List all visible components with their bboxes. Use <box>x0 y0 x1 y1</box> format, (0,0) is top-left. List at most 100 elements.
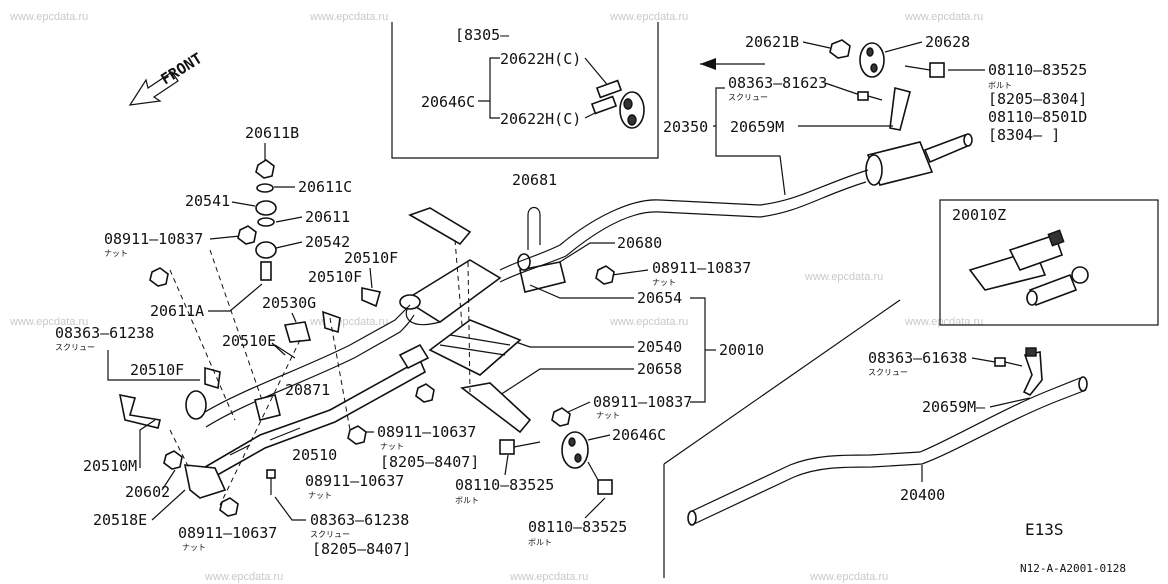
gasket-icon <box>283 321 312 343</box>
range-label: [8205—8304] <box>988 90 1087 108</box>
screw-label: スクリュー <box>310 530 350 539</box>
bolt-label: ボルト <box>455 496 479 505</box>
callout-08911-10637-a: 08911—10637 <box>377 423 476 441</box>
nut-label: ナット <box>104 249 128 258</box>
spacer-icon <box>255 241 277 259</box>
callout-08911-10837-a: 08911—10837 <box>652 259 751 277</box>
rear-muffler-group: 20621B 20628 08363—81623 スクリュー 08110—835… <box>559 33 1087 257</box>
callout-20611B: 20611B <box>245 124 299 142</box>
clip-icon <box>322 310 341 334</box>
callout-08363-61638: 08363—61638 <box>868 349 967 367</box>
callout-20681: 20681 <box>512 171 557 189</box>
callout-20542: 20542 <box>305 233 350 251</box>
callout-20659M-b: 20659M— <box>922 398 986 416</box>
callout-20622H-a: 20622H(C) <box>500 50 581 68</box>
bolt-icon <box>904 62 945 78</box>
watermark: www.epcdata.ru <box>9 11 88 23</box>
callout-20350: 20350 <box>663 118 708 136</box>
watermark: www.epcdata.ru <box>804 271 883 283</box>
bolt-label: ボルト <box>528 538 552 547</box>
callout-08110-83525-c: 08110—83525 <box>528 518 627 536</box>
watermark: www.epcdata.ru <box>309 316 388 328</box>
callout-20871: 20871 <box>285 381 330 399</box>
callout-20510F-a: 20510F <box>344 249 398 267</box>
bracket-icon <box>118 393 161 429</box>
inset-8305: [8305— 20646C 20622H(C) 20622H(C) <box>391 22 659 159</box>
watermark: www.epcdata.ru <box>9 316 88 328</box>
nut-icon <box>163 450 183 470</box>
watermark: www.epcdata.ru <box>509 571 588 583</box>
watermarks: www.epcdata.ru www.epcdata.ru www.epcdat… <box>9 11 983 583</box>
callout-08363-61238-a: 08363—61238 <box>55 324 154 342</box>
bracket-icon <box>184 464 227 499</box>
callout-20540: 20540 <box>637 338 682 356</box>
callout-20510E: 20510E <box>222 332 276 350</box>
center-pipe-group: 20681 20680 08911—10837 ナット 20654 20540 … <box>399 171 764 547</box>
nut-icon <box>149 267 169 287</box>
bolt-icon <box>587 461 613 495</box>
callout-08911-10637-b: 08911—10637 <box>305 472 404 490</box>
callout-20628: 20628 <box>925 33 970 51</box>
callout-20611C: 20611C <box>298 178 352 196</box>
nut-icon <box>219 497 239 517</box>
callout-20510: 20510 <box>292 446 337 464</box>
callout-08363-61238-b: 08363—61238 <box>310 511 409 529</box>
tail-pipe-group: 08363—61638 スクリュー 20659M— 20400 E13S N12… <box>663 299 1126 578</box>
inset-title: 20010Z <box>952 206 1006 224</box>
watermark: www.epcdata.ru <box>204 571 283 583</box>
watermark: www.epcdata.ru <box>309 11 388 23</box>
callout-20010: 20010 <box>719 341 764 359</box>
bracket-icon <box>889 86 911 131</box>
nut-label: ナット <box>652 278 676 287</box>
callout-20510F-c: 20510F <box>130 361 184 379</box>
bracket-icon <box>1022 351 1043 397</box>
rubber-mount-icon <box>859 42 885 78</box>
rubber-hanger-icon <box>590 79 645 129</box>
screw-icon <box>994 357 1023 367</box>
nut-label: ナット <box>182 543 206 552</box>
watermark: www.epcdata.ru <box>904 316 983 328</box>
model-code: E13S <box>1025 520 1064 539</box>
nut-icon <box>347 425 367 445</box>
screw-label: スクリュー <box>55 343 95 352</box>
bolt-icon <box>499 439 541 455</box>
screw-label: スクリュー <box>728 93 768 102</box>
callout-20510F-b: 20510F <box>308 268 362 286</box>
callout-20518E: 20518E <box>93 511 147 529</box>
callout-08911-10637-c: 08911—10637 <box>178 524 277 542</box>
callout-20541: 20541 <box>185 192 230 210</box>
inset-20010Z: 20010Z <box>939 199 1159 326</box>
callout-20622H-b: 20622H(C) <box>500 110 581 128</box>
clip-icon <box>361 287 382 308</box>
watermark: www.epcdata.ru <box>609 316 688 328</box>
nut-icon <box>255 159 275 179</box>
callout-08911-10837-c: 08911—10837 <box>104 230 203 248</box>
callout-08363-81623: 08363—81623 <box>728 74 827 92</box>
rubber-mount-icon <box>561 431 589 469</box>
callout-20510M: 20510M <box>83 457 137 475</box>
front-pipe-group: 20611B 20611C 20541 20611 08911—10837 ナッ… <box>55 124 479 558</box>
callout-20680: 20680 <box>617 234 662 252</box>
callout-08110-83525-a: 08110—83525 <box>988 61 1087 79</box>
callout-20400: 20400 <box>900 486 945 504</box>
u-bolt-icon <box>527 206 541 250</box>
watermark: www.epcdata.ru <box>609 11 688 23</box>
stud-icon <box>260 261 272 281</box>
callout-08110-83525-b: 08110—83525 <box>455 476 554 494</box>
range-label: [8205—8407] <box>380 453 479 471</box>
callout-20646C-a: 20646C <box>421 93 475 111</box>
range-label: [8205—8407] <box>312 540 411 558</box>
screw-label: スクリュー <box>868 368 908 377</box>
callout-08911-10837-b: 08911—10837 <box>593 393 692 411</box>
callout-20646C-b: 20646C <box>612 426 666 444</box>
inset-title: [8305— <box>455 26 510 44</box>
watermark: www.epcdata.ru <box>809 571 888 583</box>
spacer-icon <box>255 200 277 216</box>
washer-icon <box>257 217 275 227</box>
flange-icon <box>185 390 207 420</box>
nut-icon <box>415 383 435 403</box>
screw-icon <box>857 91 883 101</box>
callout-20658: 20658 <box>637 360 682 378</box>
